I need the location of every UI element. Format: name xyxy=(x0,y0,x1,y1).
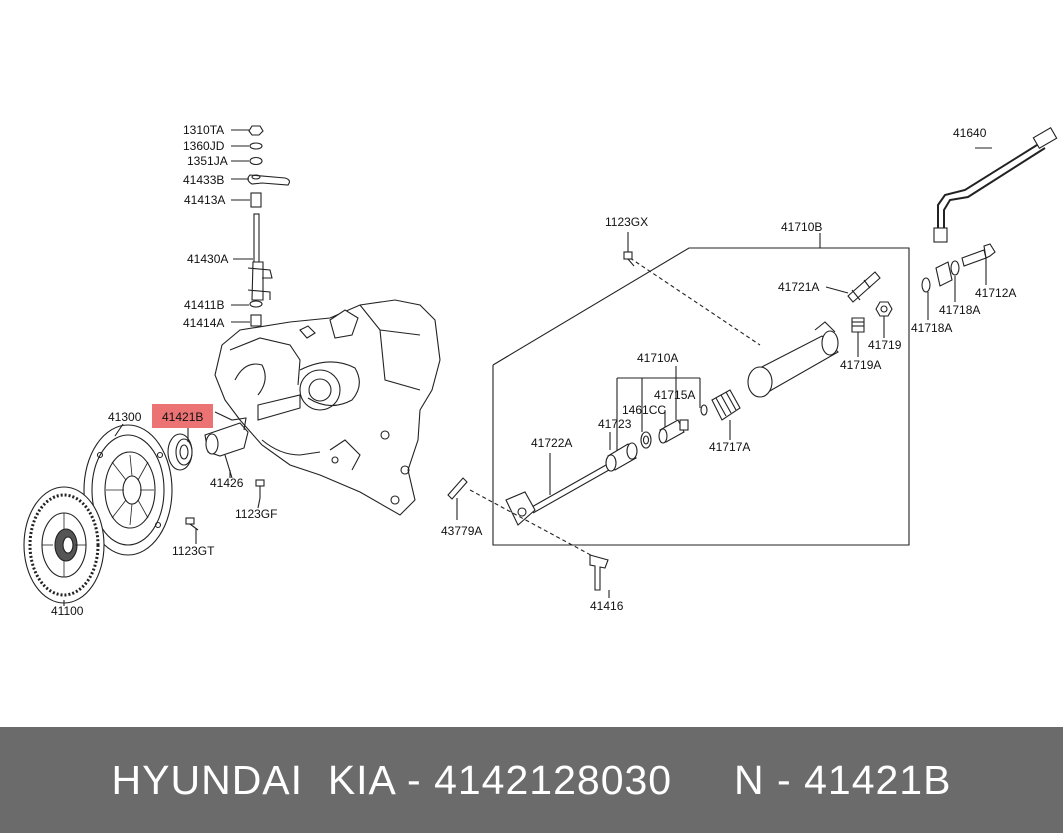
slave-cylinder-frame xyxy=(492,247,910,546)
label-41715A: 41715A xyxy=(654,388,695,402)
left-leaders xyxy=(63,423,261,606)
transmission-housing xyxy=(214,299,441,516)
label-41430A: 41430A xyxy=(187,252,228,266)
banjo-bolt-41712A xyxy=(961,243,996,285)
bolt-1123GF xyxy=(255,479,265,498)
label-1351JA: 1351JA xyxy=(187,154,228,168)
label-41640: 41640 xyxy=(953,126,987,140)
bolt-1123GX xyxy=(623,251,635,267)
label-1310TA: 1310TA xyxy=(183,123,224,137)
release-bearing-41421B xyxy=(167,428,193,471)
label-41414A: 41414A xyxy=(183,316,224,330)
small-seal xyxy=(700,404,708,416)
label-41411B: 41411B xyxy=(184,298,224,312)
ring-1461CC xyxy=(640,431,652,449)
stack-leaders xyxy=(231,129,253,323)
label-41719A: 41719A xyxy=(840,358,881,372)
release-fork-41426 xyxy=(204,411,249,479)
clutch-cover-41300 xyxy=(83,424,173,556)
hose-41640 xyxy=(933,127,1058,287)
label-41718A-left: 41718A xyxy=(911,321,952,335)
label-41433B: 41433B xyxy=(183,173,224,187)
label-41710A: 41710A xyxy=(637,351,678,365)
leader-1123GX xyxy=(629,257,761,346)
right-leaders xyxy=(608,233,821,598)
label-41723: 41723 xyxy=(598,417,632,431)
label-41416: 41416 xyxy=(590,599,624,613)
label-41710B: 41710B xyxy=(781,220,822,234)
label-41719: 41719 xyxy=(868,338,902,352)
internals-bracket-41710A xyxy=(609,366,701,452)
boot-41717A xyxy=(711,389,741,440)
leader-41416 xyxy=(469,489,601,561)
nut-41719 xyxy=(875,301,893,338)
label-41717A: 41717A xyxy=(709,440,750,454)
parts-diagram: 1310TA 1360JD 1351JA 41433B 41413A 41430… xyxy=(23,123,1058,618)
bolt-1123GT xyxy=(185,517,199,544)
label-1360JD: 1360JD xyxy=(183,139,225,153)
shift-lever-assembly xyxy=(247,125,290,327)
washer-41718A-left xyxy=(921,277,931,320)
label-1123GX: 1123GX xyxy=(605,215,648,229)
highlight-box xyxy=(152,404,213,428)
label-41426: 41426 xyxy=(210,476,244,490)
label-41100: 41100 xyxy=(51,604,84,618)
footer-part-number: HYUNDAI KIA - 4142128030 N - 41421B xyxy=(111,756,952,803)
label-1123GT: 1123GT xyxy=(172,544,215,558)
label-41413A: 41413A xyxy=(184,193,225,207)
label-1461CC: 1461CC xyxy=(622,403,666,417)
bleeder-41721A xyxy=(825,271,881,303)
label-43779A: 43779A xyxy=(441,524,482,538)
label-41721A: 41721A xyxy=(778,280,819,294)
cotter-43779A xyxy=(447,477,468,520)
clutch-disc-41100 xyxy=(23,486,105,604)
piston-41723 xyxy=(605,442,638,472)
cylinder-body-41710B xyxy=(747,321,839,398)
label-41300: 41300 xyxy=(108,410,142,424)
pin-41416 xyxy=(589,554,609,591)
label-41718A-right: 41718A xyxy=(939,303,980,317)
spring-41719A xyxy=(851,317,865,357)
label-41722A: 41722A xyxy=(531,436,572,450)
push-rod-41722A xyxy=(505,453,610,526)
label-41712A: 41712A xyxy=(975,286,1016,300)
footer-bar: HYUNDAI KIA - 4142128030 N - 41421B xyxy=(0,727,1063,833)
washer-41718A-right xyxy=(950,260,960,302)
seal-41715A xyxy=(658,419,689,444)
label-1123GF: 1123GF xyxy=(235,507,277,521)
